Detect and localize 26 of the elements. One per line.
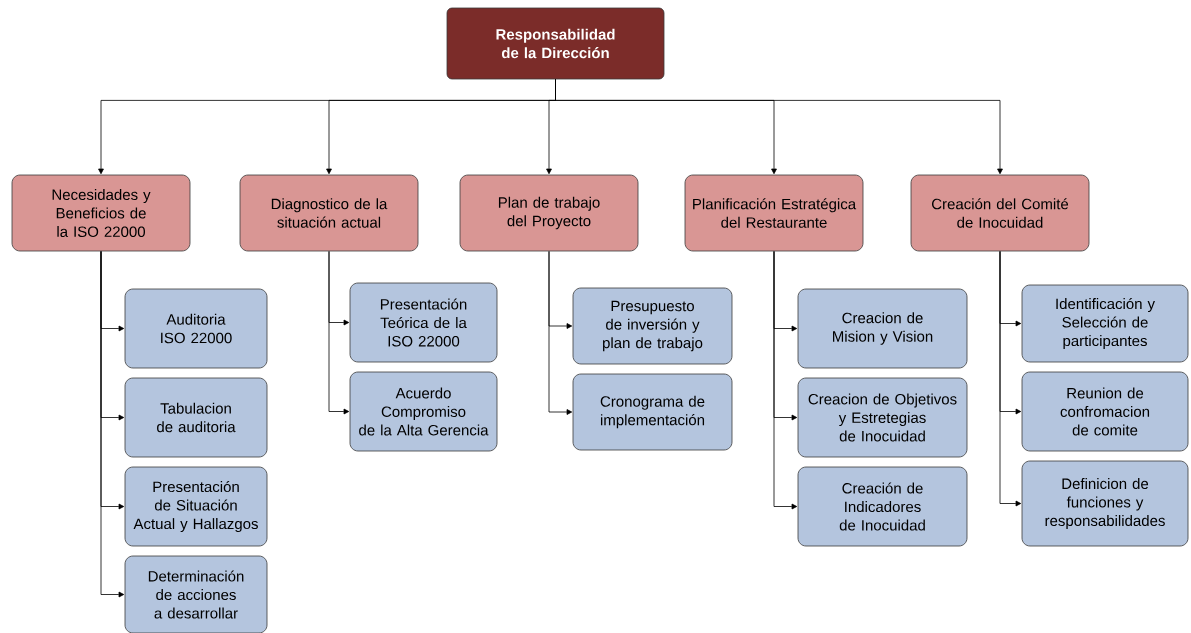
- category-box: Necesidades y Beneficios de la ISO 22000: [11, 174, 191, 252]
- task-box: Determinación de acciones a desarrollar: [124, 555, 268, 633]
- arrow: [328, 251, 350, 415]
- task-box: Presentación de Situación Actual y Hallazgos: [124, 466, 268, 547]
- task-box: Creacion de Objetivos y Estretegias de Inocuidad: [797, 377, 968, 458]
- arrow: [555, 79, 1003, 175]
- category-box: Planificación Estratégica del Restaurante: [684, 174, 864, 252]
- task-box: Acuerdo Compromiso de la Alta Gerencia: [349, 371, 498, 452]
- category-box: Creación del Comité de Inocuidad: [910, 174, 1090, 252]
- task-box: Auditoria ISO 22000: [124, 288, 268, 369]
- arrow: [548, 251, 573, 415]
- arrow: [999, 251, 1022, 507]
- task-box: Tabulacion de auditoria: [124, 377, 268, 458]
- task-box: Creacion de Mision y Vision: [797, 288, 968, 369]
- arrow: [773, 251, 798, 510]
- task-box: Creación de Indicadores de Inocuidad: [797, 466, 968, 547]
- task-box: Identificación y Selección de participantes: [1021, 284, 1189, 363]
- root-box: Responsabilidad de la Dirección: [446, 7, 665, 80]
- arrow: [100, 251, 125, 598]
- task-box: Presupuesto de inversión y plan de trabajo: [572, 287, 733, 365]
- task-box: Definicion de funciones y responsabilidades: [1021, 460, 1189, 547]
- category-box: Plan de trabajo del Proyecto: [459, 174, 639, 252]
- category-box: Diagnostico de la situación actual: [239, 174, 419, 252]
- task-box: Reunion de confromacion de comite: [1021, 371, 1189, 452]
- task-box: Presentación Teórica de la ISO 22000: [349, 282, 498, 363]
- task-box: Cronograma de implementación: [572, 373, 733, 451]
